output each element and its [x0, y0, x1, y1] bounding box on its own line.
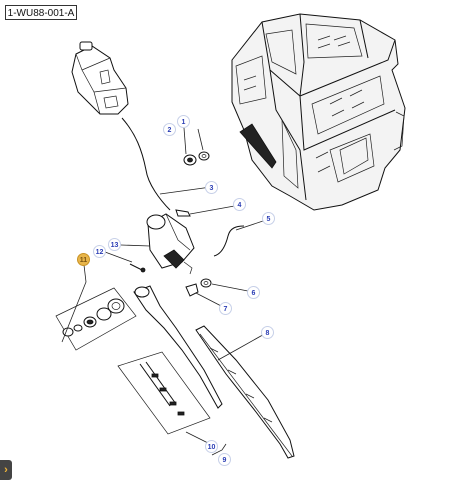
washer-reservoir [71, 41, 129, 115]
callout-13[interactable]: 13 [108, 238, 121, 251]
chevron-right-icon: › [4, 464, 8, 476]
cab-frame [231, 13, 406, 211]
callout-9[interactable]: 9 [218, 453, 231, 466]
wiper-arm [133, 285, 223, 409]
grommet [183, 151, 210, 166]
bolt [129, 263, 146, 273]
callout-1[interactable]: 1 [177, 115, 190, 128]
hose-connector [175, 209, 191, 217]
washer-hose [121, 117, 171, 211]
motor-hose [213, 225, 245, 257]
seal-kit [55, 287, 137, 351]
callout-7[interactable]: 7 [219, 302, 232, 315]
callout-12[interactable]: 12 [93, 245, 106, 258]
small-bracket [185, 283, 199, 297]
callout-11[interactable]: 11 [77, 253, 90, 266]
callout-2[interactable]: 2 [163, 123, 176, 136]
spindle-nut [200, 278, 212, 288]
callout-8[interactable]: 8 [261, 326, 274, 339]
wiper-motor [146, 213, 195, 275]
callout-6[interactable]: 6 [247, 286, 260, 299]
callout-4[interactable]: 4 [233, 198, 246, 211]
callout-5[interactable]: 5 [262, 212, 275, 225]
callout-3[interactable]: 3 [205, 181, 218, 194]
leader-lines [61, 127, 270, 456]
callout-10[interactable]: 10 [205, 440, 218, 453]
expand-panel-button[interactable]: › [0, 460, 12, 480]
diagram-reference-label: 1-WU88-001-A [5, 5, 77, 20]
blade-refill-kit [117, 351, 211, 435]
